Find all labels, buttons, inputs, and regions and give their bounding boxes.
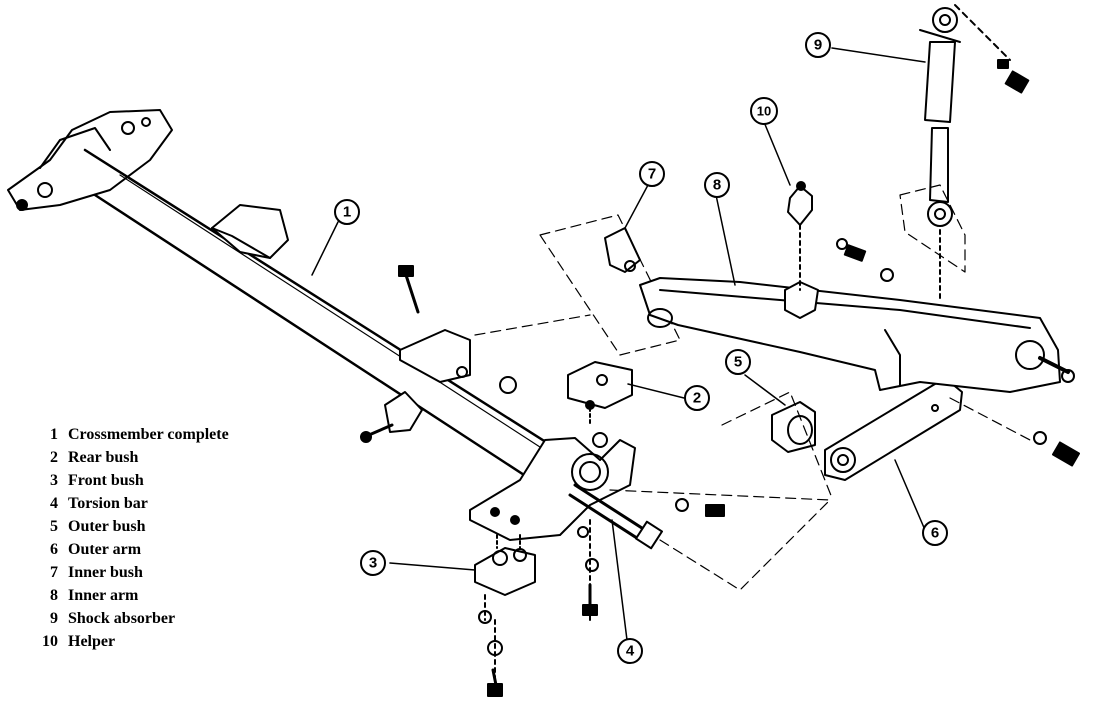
svg-text:10: 10 [757, 104, 771, 119]
outer-arm [824, 377, 1081, 481]
legend-item: 5 Outer bush [30, 515, 229, 538]
legend-label: Torsion bar [68, 495, 148, 512]
svg-text:8: 8 [713, 177, 721, 194]
legend-item: 10 Helper [30, 630, 229, 653]
callout-3: 3 [360, 550, 386, 576]
parts-legend: 1 Crossmember complete 2 Rear bush 3 Front bu… [30, 423, 229, 653]
legend-label: Inner arm [68, 587, 139, 604]
legend-number: 5 [50, 518, 58, 535]
leader-lines [311, 47, 926, 641]
legend-number: 10 [42, 633, 58, 650]
legend-item: 1 Crossmember complete [30, 423, 229, 446]
legend-number: 8 [50, 587, 58, 604]
callout-5: 5 [725, 349, 751, 375]
legend-number: 3 [50, 472, 58, 489]
legend-label: Inner bush [68, 564, 143, 581]
legend-item: 3 Front bush [30, 469, 229, 492]
inner-arm [474, 277, 1075, 393]
legend-number: 6 [50, 541, 58, 558]
svg-text:9: 9 [814, 37, 822, 54]
legend-item: 2 Rear bush [30, 446, 229, 469]
callout-1: 1 [334, 199, 360, 225]
legend-number: 2 [50, 449, 58, 466]
legend-label: Rear bush [68, 449, 139, 466]
callout-8: 8 [704, 172, 730, 198]
callouts: 1 2 3 4 5 6 7 8 9 10 [334, 32, 948, 664]
legend-label: Outer arm [68, 541, 142, 558]
svg-text:4: 4 [626, 643, 635, 660]
legend-label: Crossmember complete [68, 426, 229, 443]
legend-label: Shock absorber [68, 610, 176, 627]
callout-2: 2 [684, 385, 710, 411]
legend-number: 1 [50, 426, 58, 443]
legend-item: 7 Inner bush [30, 561, 229, 584]
helper [787, 181, 894, 291]
legend-item: 6 Outer arm [30, 538, 229, 561]
legend-item: 9 Shock absorber [30, 607, 229, 630]
torsion-bar [568, 483, 831, 621]
shock-absorber [899, 4, 1030, 301]
callout-6: 6 [922, 520, 948, 546]
callout-9: 9 [805, 32, 831, 58]
legend-label: Outer bush [68, 518, 146, 535]
legend-item: 4 Torsion bar [30, 492, 229, 515]
legend-number: 7 [50, 564, 58, 581]
rear-bush [567, 361, 633, 426]
svg-text:1: 1 [343, 204, 351, 221]
svg-text:2: 2 [693, 390, 701, 407]
callout-10: 10 [750, 97, 778, 125]
svg-text:5: 5 [734, 354, 742, 371]
legend-number: 9 [50, 610, 58, 627]
callout-7: 7 [639, 161, 665, 187]
legend-number: 4 [50, 495, 58, 512]
legend-item: 8 Inner arm [30, 584, 229, 607]
svg-text:7: 7 [648, 166, 656, 183]
legend-label: Helper [68, 633, 116, 650]
callout-4: 4 [617, 638, 643, 664]
crossmember [7, 109, 636, 541]
svg-text:6: 6 [931, 525, 939, 542]
legend-label: Front bush [68, 472, 144, 489]
inner-bush [539, 214, 681, 356]
svg-text:3: 3 [369, 555, 377, 572]
outer-bush [721, 391, 833, 499]
front-bush [474, 534, 536, 697]
